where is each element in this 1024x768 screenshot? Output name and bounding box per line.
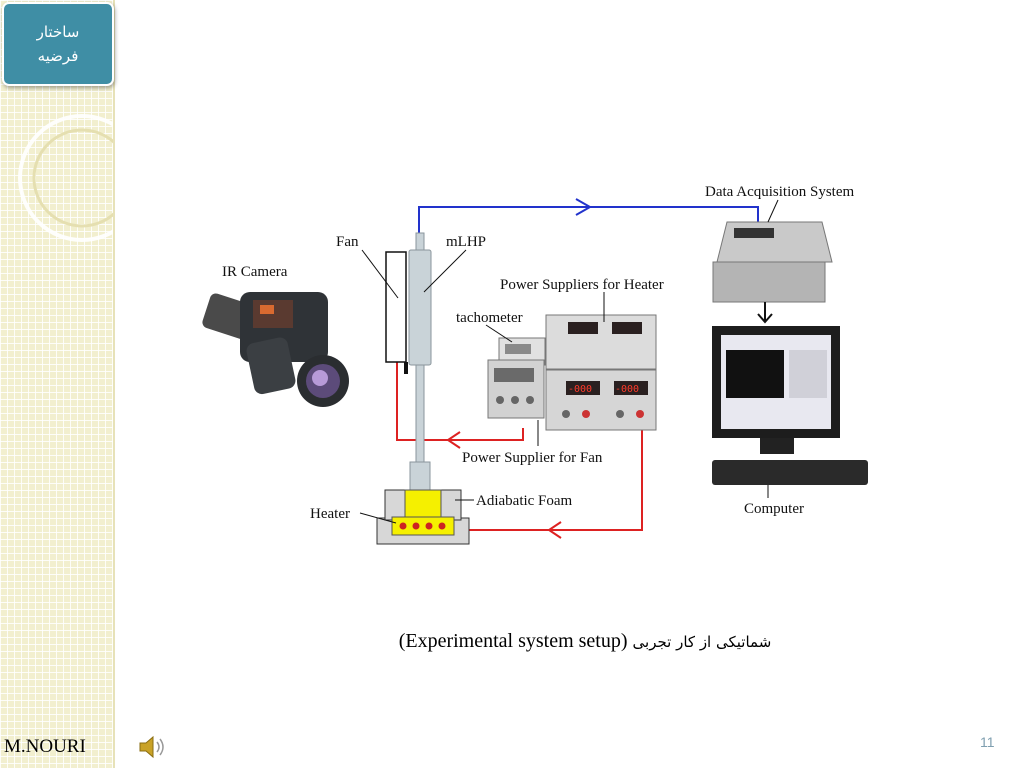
computer-image xyxy=(712,326,868,485)
sidebar-arcs xyxy=(18,114,113,242)
daq-image xyxy=(712,221,833,303)
power-supply-heater-image xyxy=(545,314,657,431)
mlhp-base xyxy=(409,461,431,493)
slide-caption: (Experimental system setup) شماتیکی از ک… xyxy=(300,630,870,653)
mlhp-condenser xyxy=(408,249,432,366)
fan-power-line xyxy=(396,360,524,441)
speaker-icon[interactable] xyxy=(136,732,170,767)
label-power-fan: Power Supplier for Fan xyxy=(462,450,603,466)
label-fan: Fan xyxy=(336,234,359,250)
voltage-readout-2: -000 xyxy=(615,384,639,395)
fan-rect xyxy=(385,251,407,363)
page-number: 11 xyxy=(980,734,995,750)
label-adiabatic-foam: Adiabatic Foam xyxy=(476,493,573,509)
heater-block xyxy=(404,489,442,519)
caption-persian: شماتیکی از کار تجربی xyxy=(632,633,772,651)
section-title-line2: فرضیه xyxy=(37,47,79,65)
label-daq: Data Acquisition System xyxy=(705,184,854,200)
fan-power-arrow xyxy=(446,431,461,449)
voltage-readout-1: -000 xyxy=(568,384,592,395)
ir-camera-image xyxy=(202,292,349,407)
author-name: M.NOURI xyxy=(4,736,86,757)
label-mlhp: mLHP xyxy=(446,234,486,250)
heater-plate xyxy=(391,516,455,536)
heater-power-line xyxy=(462,428,643,531)
label-computer: Computer xyxy=(744,501,804,517)
label-tachometer: tachometer xyxy=(456,310,523,326)
label-power-heater: Power Suppliers for Heater xyxy=(500,277,664,293)
heater-power-arrow xyxy=(547,521,562,539)
signal-arrow xyxy=(575,198,593,216)
fan-connector xyxy=(404,362,408,374)
label-ir-camera: IR Camera xyxy=(222,264,288,280)
label-heater: Heater xyxy=(310,506,350,522)
section-title-line1: ساختار xyxy=(36,23,80,41)
sidebar-decoration xyxy=(0,0,115,768)
power-supply-fan-image xyxy=(487,359,545,419)
signal-line xyxy=(418,206,759,233)
caption-english: (Experimental system setup) xyxy=(398,630,628,652)
section-title-box[interactable]: ساختار فرضیه xyxy=(2,2,114,86)
